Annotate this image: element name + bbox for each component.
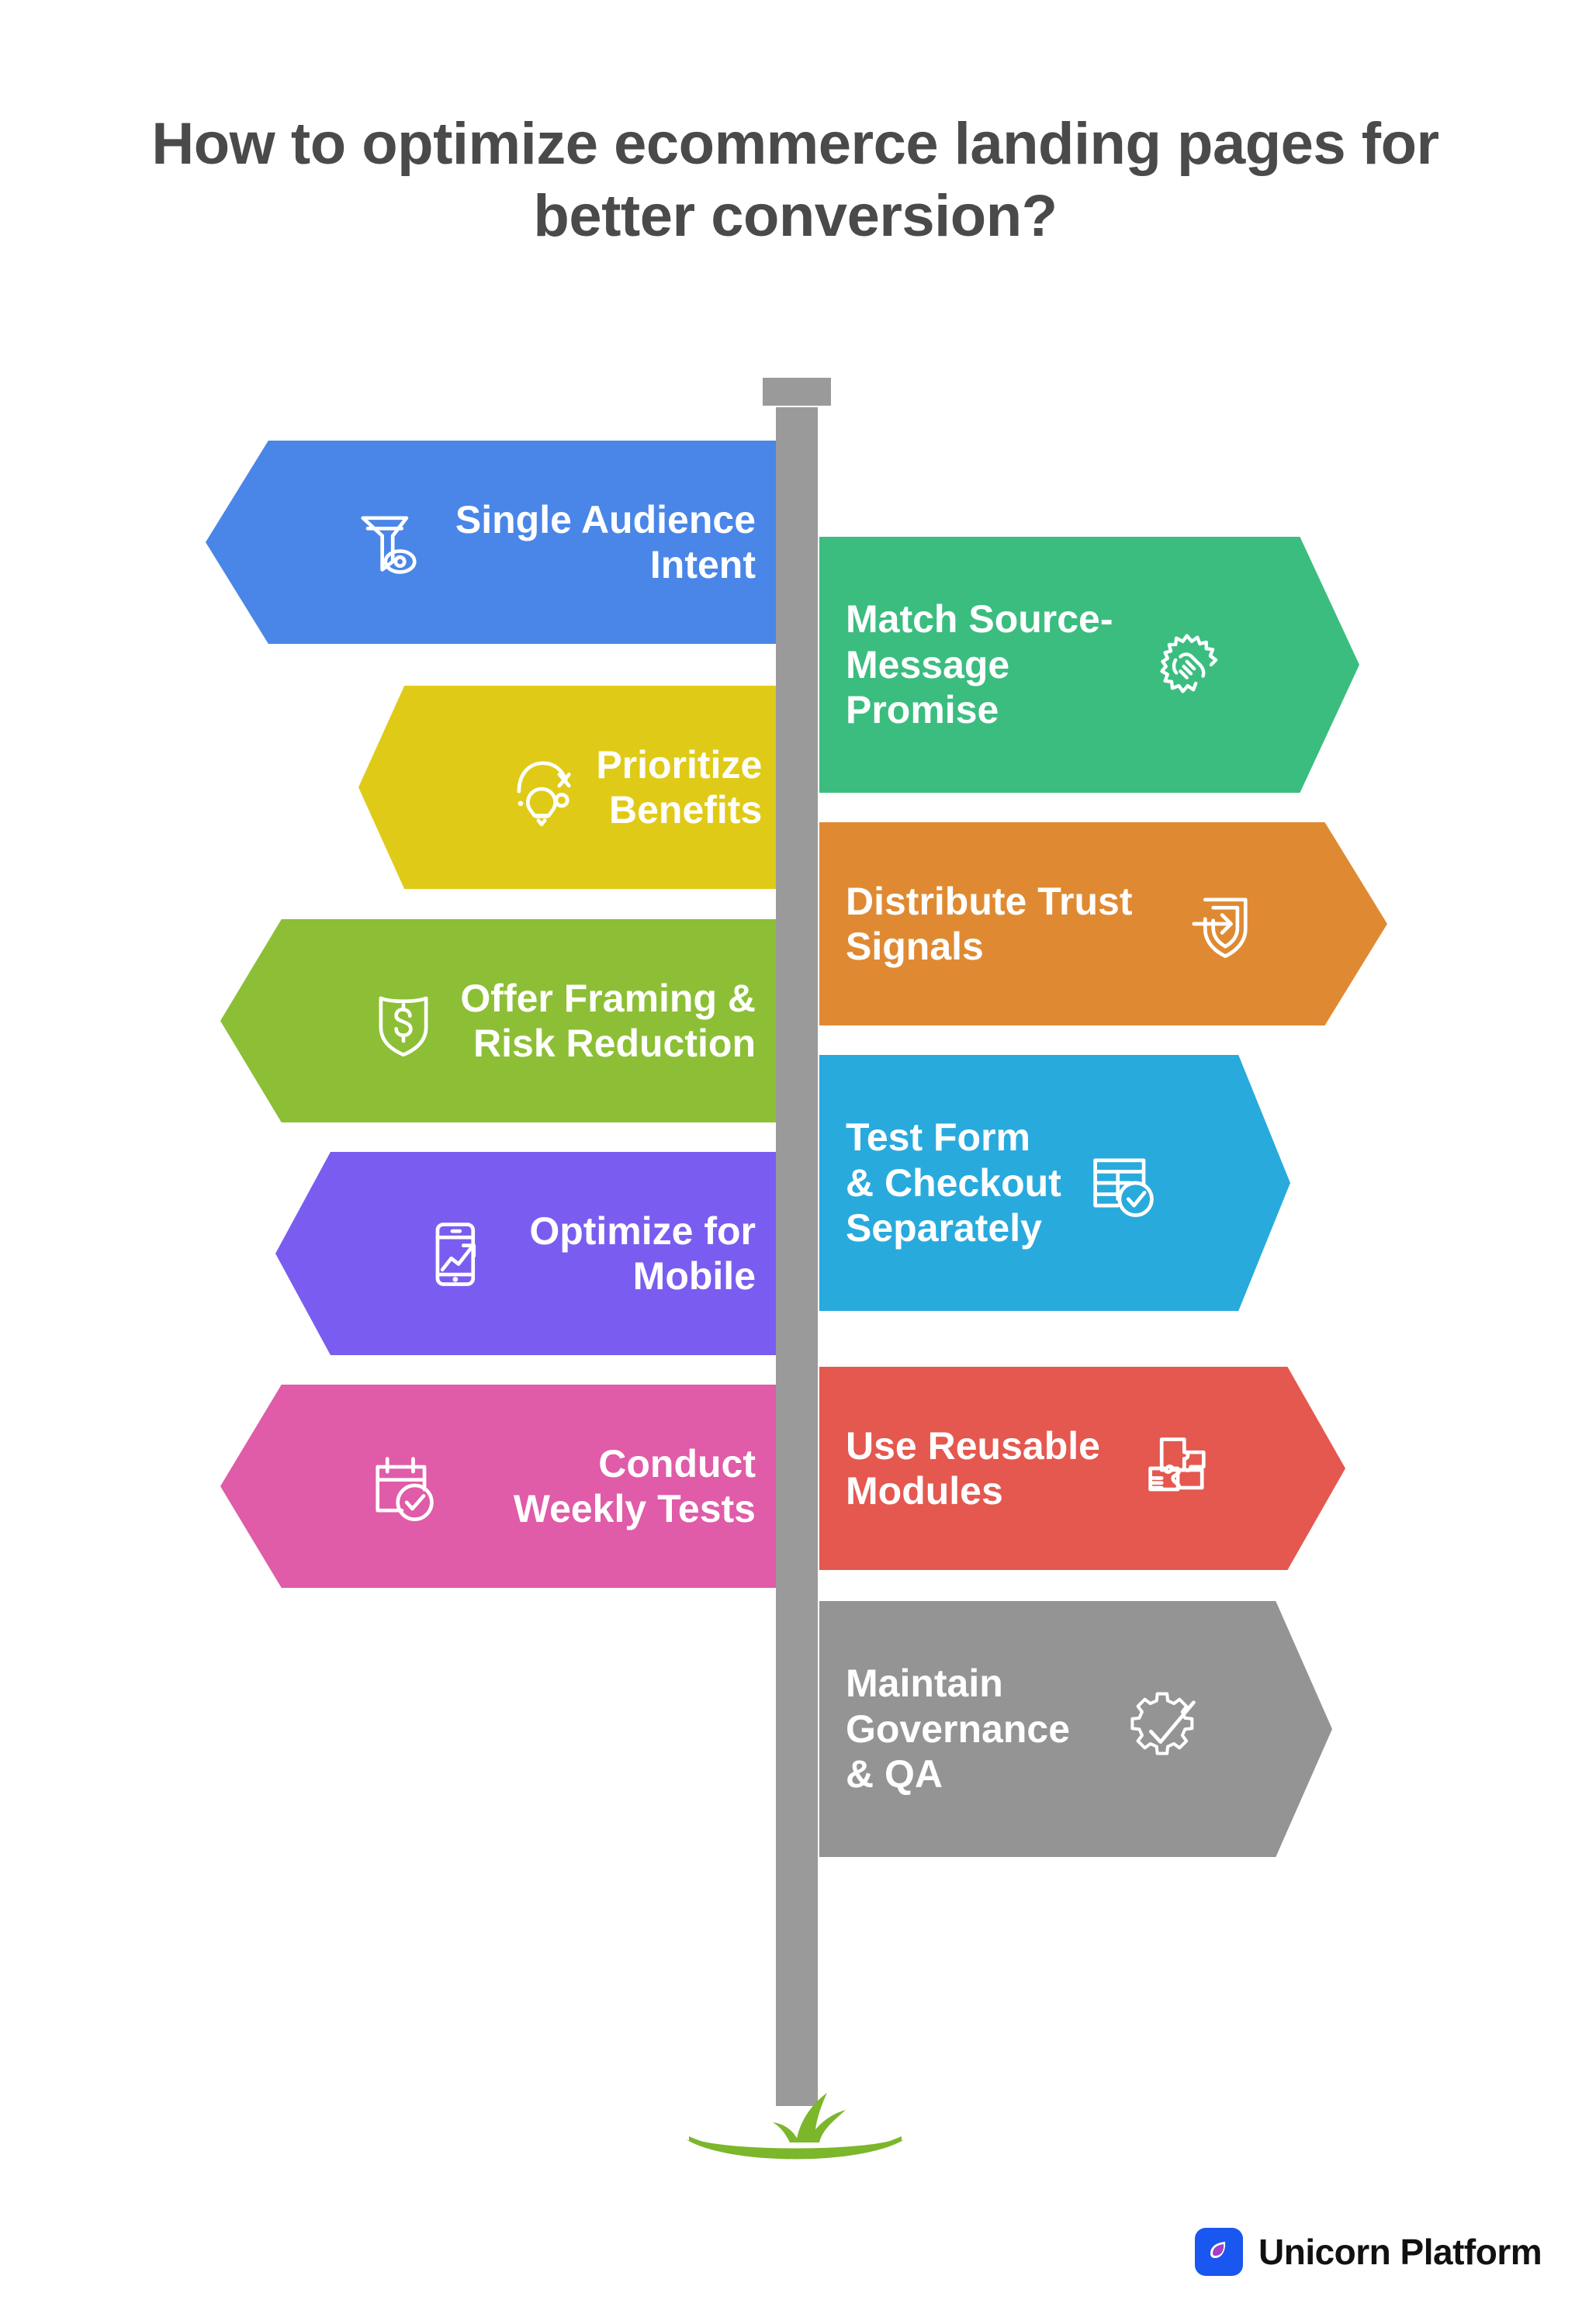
sign-conduct-weekly-tests[interactable]: Conduct Weekly Tests bbox=[220, 1385, 776, 1588]
sign-label: Single Audience Intent bbox=[455, 497, 756, 587]
sign-label: Optimize for Mobile bbox=[529, 1209, 756, 1299]
sign-label: Conduct Weekly Tests bbox=[513, 1441, 756, 1531]
brand-name: Unicorn Platform bbox=[1258, 2232, 1542, 2272]
footer-brand-logo: Unicorn Platform bbox=[1195, 2228, 1542, 2276]
gear-check-icon bbox=[1124, 1689, 1205, 1769]
mobile-growth-icon bbox=[418, 1213, 499, 1294]
signpost-cap bbox=[763, 378, 831, 406]
calendar-check-icon bbox=[363, 1446, 444, 1527]
handshake-puzzle-icon bbox=[1151, 624, 1232, 705]
sign-offer-framing-risk-reduction[interactable]: Offer Framing & Risk Reduction bbox=[220, 919, 776, 1122]
sign-maintain-governance-qa[interactable]: Maintain Governance & QA bbox=[819, 1601, 1332, 1857]
signpost-body bbox=[776, 407, 818, 2106]
sign-use-reusable-modules[interactable]: Use Reusable Modules bbox=[819, 1367, 1345, 1570]
sign-label: Maintain Governance & QA bbox=[846, 1662, 1071, 1797]
modules-puzzle-icon bbox=[1137, 1428, 1218, 1509]
sign-label: Distribute Trust Signals bbox=[846, 879, 1133, 969]
sign-label: Match Source-Message Promise bbox=[846, 597, 1113, 732]
shield-dollar-icon bbox=[363, 980, 444, 1061]
sign-label: Use Reusable Modules bbox=[846, 1423, 1100, 1513]
sign-label: Prioritize Benefits bbox=[596, 742, 763, 832]
sign-single-audience-intent[interactable]: Single Audience Intent bbox=[206, 441, 776, 644]
funnel-eye-icon bbox=[348, 502, 429, 583]
sign-prioritize-benefits[interactable]: Prioritize Benefits bbox=[358, 686, 776, 889]
lightbulb-idea-icon bbox=[501, 747, 582, 828]
form-check-icon bbox=[1082, 1143, 1163, 1223]
shield-signin-icon bbox=[1179, 884, 1260, 964]
sign-label: Offer Framing & Risk Reduction bbox=[460, 976, 756, 1066]
page-title: How to optimize ecommerce landing pages … bbox=[151, 111, 1439, 249]
grass-base-icon bbox=[686, 2093, 905, 2160]
unicorn-platform-logo-icon bbox=[1195, 2228, 1243, 2276]
sign-label: Test Form & Checkout Separately bbox=[846, 1115, 1061, 1250]
sign-match-source-message-promise[interactable]: Match Source-Message Promise bbox=[819, 537, 1359, 793]
sign-test-form-checkout-separately[interactable]: Test Form & Checkout Separately bbox=[819, 1055, 1290, 1311]
sign-optimize-for-mobile[interactable]: Optimize for Mobile bbox=[275, 1152, 776, 1355]
sign-distribute-trust-signals[interactable]: Distribute Trust Signals bbox=[819, 822, 1387, 1025]
